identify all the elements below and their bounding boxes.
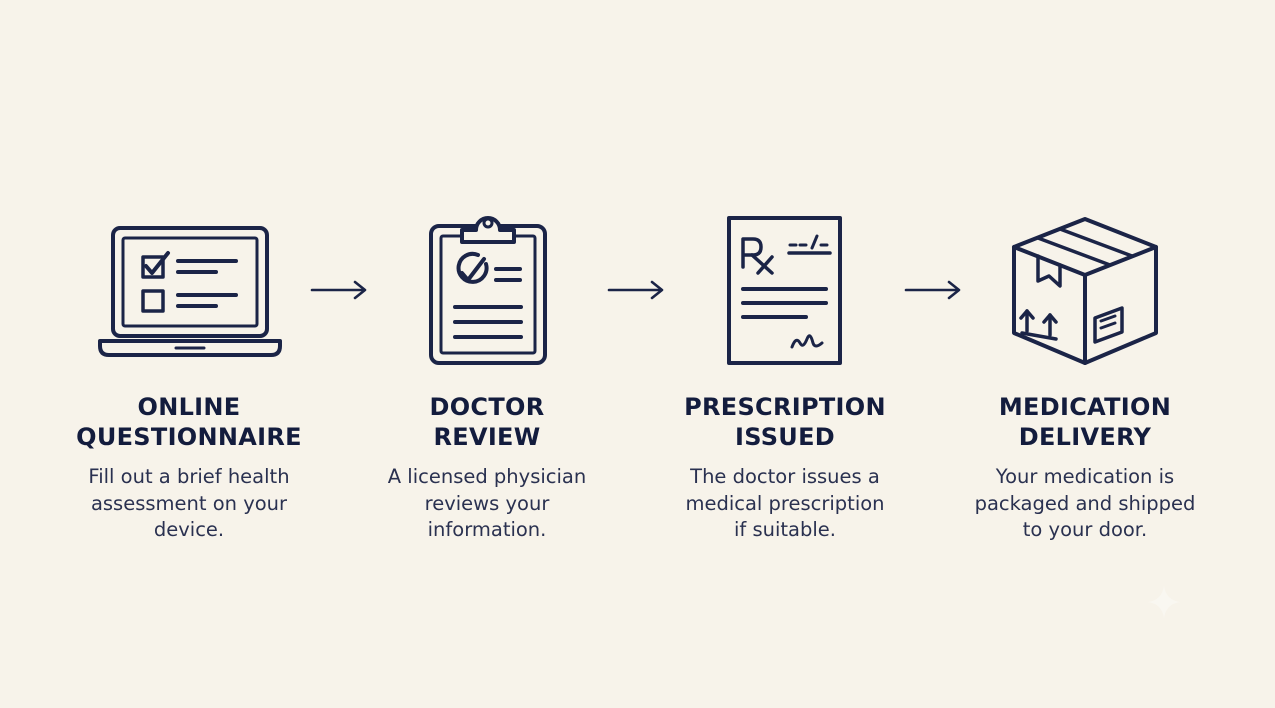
step-title-line: QUESTIONNAIRE <box>76 423 302 451</box>
laptop-checklist-icon <box>96 224 284 360</box>
step-description: Your medication is packaged and shipped … <box>940 464 1230 544</box>
step-prescription-issued: PRESCRIPTION ISSUED The doctor issues a … <box>640 392 930 544</box>
step-description-line: device. <box>153 518 225 541</box>
step-description-line: packaged and shipped <box>974 491 1196 515</box>
prescription-document-icon <box>726 215 844 367</box>
step-title-line: ISSUED <box>734 423 836 451</box>
step-title-line: DOCTOR <box>429 393 545 421</box>
shipping-box-icon <box>1010 215 1160 367</box>
step-description-line: Your medication is <box>995 465 1175 488</box>
step-doctor-review: DOCTOR REVIEW A licensed physician revie… <box>342 392 632 544</box>
step-title-line: DELIVERY <box>1018 423 1152 451</box>
step-title: MEDICATION DELIVERY <box>940 392 1230 452</box>
step-description-line: reviews your <box>424 491 550 515</box>
step-description: A licensed physician reviews your inform… <box>342 464 632 544</box>
clipboard-check-icon <box>428 207 548 367</box>
step-description: Fill out a brief health assessment on yo… <box>44 464 334 544</box>
step-title-line: ONLINE <box>137 393 241 421</box>
step-title-line: MEDICATION <box>998 393 1172 421</box>
step-description: The doctor issues a medical prescription… <box>640 464 930 544</box>
step-title: ONLINE QUESTIONNAIRE <box>44 392 334 452</box>
step-description-line: A licensed physician <box>387 465 587 488</box>
step-title-line: REVIEW <box>433 423 541 451</box>
arrow-right-icon <box>607 280 665 300</box>
step-description-line: if suitable. <box>733 518 836 541</box>
step-medication-delivery: MEDICATION DELIVERY Your medication is p… <box>940 392 1230 544</box>
sparkle-icon <box>1146 584 1182 620</box>
step-online-questionnaire: ONLINE QUESTIONNAIRE Fill out a brief he… <box>44 392 334 544</box>
arrow-right-icon <box>904 280 962 300</box>
step-description-line: information. <box>427 518 547 541</box>
step-description-line: The doctor issues a <box>690 465 880 488</box>
step-description-line: Fill out a brief health <box>88 465 290 488</box>
step-title: DOCTOR REVIEW <box>342 392 632 452</box>
step-title: PRESCRIPTION ISSUED <box>640 392 930 452</box>
step-description-line: assessment on your <box>90 491 288 515</box>
step-title-line: PRESCRIPTION <box>684 393 886 421</box>
arrow-right-icon <box>310 280 368 300</box>
step-description-line: medical prescription <box>685 491 885 515</box>
step-description-line: to your door. <box>1022 518 1148 541</box>
